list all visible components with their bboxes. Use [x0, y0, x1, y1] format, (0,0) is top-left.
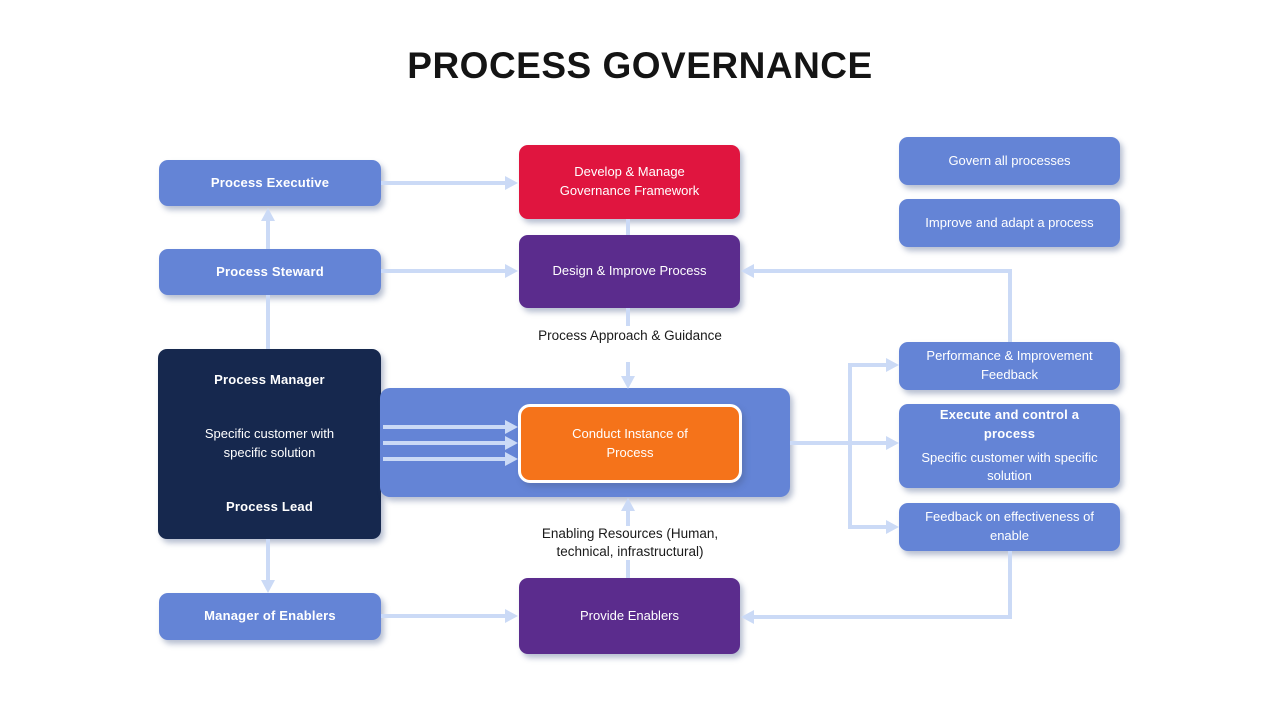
connector-steward-to-manager — [266, 295, 270, 349]
process-lead-label: Process Lead — [226, 499, 313, 515]
arrowhead-feedback-to-provide — [741, 610, 754, 624]
arrowhead-rail-to-feedback — [886, 520, 899, 534]
connector-steward-to-executive — [266, 220, 270, 249]
connector-manager-to-enablers — [266, 539, 270, 581]
arrowhead-steward-to-executive — [261, 208, 275, 221]
connector-container-to-execute — [790, 441, 886, 445]
box-design-improve-process: Design & Improve Process — [519, 235, 740, 308]
arrowhead-performance-to-design — [741, 264, 754, 278]
box-process-manager-card: Process Manager Specific customer with s… — [158, 349, 381, 539]
connector-performance-rail — [1008, 269, 1012, 342]
box-govern-all-processes: Govern all processes — [899, 137, 1120, 185]
box-feedback-effectiveness: Feedback on effectiveness of enable — [899, 503, 1120, 551]
box-process-executive: Process Executive — [159, 160, 381, 206]
connector-manager-to-conduct-1 — [383, 425, 507, 429]
connector-manager-to-conduct-2 — [383, 441, 507, 445]
arrowhead-manager-to-enablers — [261, 580, 275, 593]
connector-manager-to-conduct-3 — [383, 457, 507, 461]
arrowhead-executive-to-develop — [505, 176, 518, 190]
arrowhead-rail-to-performance — [886, 358, 899, 372]
process-manager-label: Process Manager — [214, 372, 325, 387]
connector-right-rail — [848, 363, 852, 529]
arrowhead-manager-to-conduct-3 — [505, 452, 518, 466]
box-improve-adapt-process: Improve and adapt a process — [899, 199, 1120, 247]
connector-enabling-upper — [626, 510, 630, 526]
box-develop-manage-governance: Develop & Manage Governance Framework — [519, 145, 740, 219]
connector-executive-to-develop — [381, 181, 507, 185]
box-execute-control: Execute and control a process Specific c… — [899, 404, 1120, 488]
connector-steward-to-design — [381, 269, 507, 273]
arrowhead-steward-to-design — [505, 264, 518, 278]
connector-rail-to-performance — [848, 363, 886, 367]
page-title: PROCESS GOVERNANCE — [407, 45, 873, 86]
box-conduct-instance: Conduct Instance of Process — [518, 404, 742, 483]
arrowhead-guidance-to-container — [621, 376, 635, 389]
connector-enablers-to-provide — [381, 614, 507, 618]
label-enabling-resources: Enabling Resources (Human, technical, in… — [541, 526, 719, 559]
connector-feedback-to-provide — [754, 615, 1012, 619]
arrowhead-enablers-to-provide — [505, 609, 518, 623]
box-performance-feedback: Performance & Improvement Feedback — [899, 342, 1120, 390]
connector-enabling-lower — [626, 560, 630, 578]
arrowhead-container-to-execute — [886, 436, 899, 450]
arrowhead-manager-to-conduct-1 — [505, 420, 518, 434]
execute-control-subtitle: Specific customer with specific solution — [921, 449, 1098, 484]
connector-design-to-guidance — [626, 308, 630, 326]
arrowhead-manager-to-conduct-2 — [505, 436, 518, 450]
connector-feedback-rail — [1008, 551, 1012, 619]
connector-guidance-to-container — [626, 362, 630, 377]
box-process-steward: Process Steward — [159, 249, 381, 295]
execute-control-title: Execute and control a process — [939, 406, 1080, 441]
box-manager-of-enablers: Manager of Enablers — [159, 593, 381, 640]
arrowhead-enabling-to-container — [621, 498, 635, 511]
connector-rail-to-feedback — [848, 525, 886, 529]
label-process-approach-guidance: Process Approach & Guidance — [538, 328, 722, 343]
specific-customer-label: Specific customer with specific solution — [204, 426, 335, 460]
connector-performance-to-design — [754, 269, 1012, 273]
connector-develop-to-design — [626, 219, 630, 235]
box-provide-enablers: Provide Enablers — [519, 578, 740, 654]
